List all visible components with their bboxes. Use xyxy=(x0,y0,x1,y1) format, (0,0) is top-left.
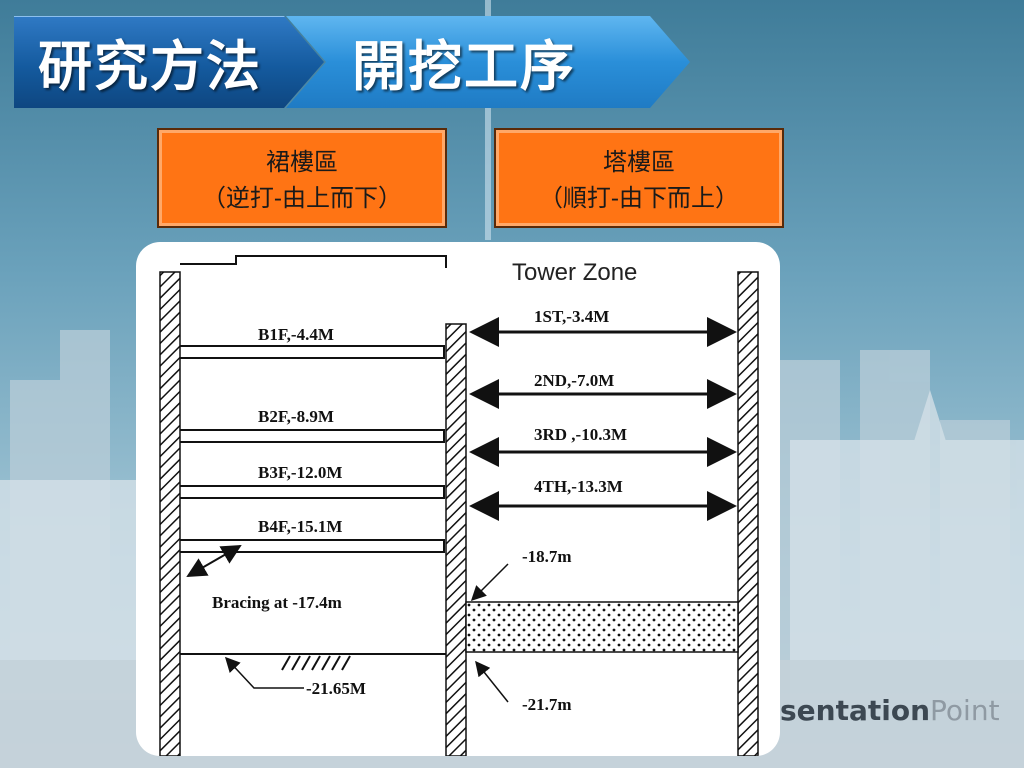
podium-zone-label: 裙樓區 （逆打-由上而下） xyxy=(157,128,447,228)
podium-zone-method: （逆打-由上而下） xyxy=(201,184,403,212)
soil-hatch xyxy=(281,655,351,671)
bracing-label: Bracing at -17.4m xyxy=(212,593,342,612)
ground-surface-line xyxy=(180,255,447,268)
podium-bottom-leader xyxy=(224,656,304,689)
tower-floor-label: 2ND,-7.0M xyxy=(534,371,614,390)
title-excavation-sequence: 開挖工序 xyxy=(352,34,576,98)
podium-slabs xyxy=(180,345,445,553)
middle-diaphragm-wall xyxy=(445,323,467,756)
tower-zone-name: 塔樓區 xyxy=(603,148,675,176)
podium-floor-label: B2F,-8.9M xyxy=(258,407,334,426)
title-research-method: 研究方法 xyxy=(38,34,262,98)
title-banner-right xyxy=(286,16,690,108)
tower-zone-method: （順打-由下而上） xyxy=(538,184,740,212)
tower-zone-label: 塔樓區 （順打-由下而上） xyxy=(494,128,784,228)
right-diaphragm-wall xyxy=(737,271,759,756)
podium-floor-label: B4F,-15.1M xyxy=(258,517,342,536)
tower-floor-label: 1ST,-3.4M xyxy=(534,307,609,326)
tower-zone-title: Tower Zone xyxy=(512,259,637,286)
podium-floor-label: B3F,-12.0M xyxy=(258,463,342,482)
tower-floor-label: 4TH,-13.3M xyxy=(534,477,623,496)
tower-lower-leader xyxy=(475,660,509,703)
left-diaphragm-wall xyxy=(159,271,181,756)
tower-floor-struts xyxy=(469,317,737,521)
podium-bottom-level: -21.65M xyxy=(306,679,366,698)
tower-lower-level: -21.7m xyxy=(522,695,572,714)
podium-zone-name: 裙樓區 xyxy=(266,148,338,176)
excavation-section-drawing: B1F,-4.4M B2F,-8.9M B3F,-12.0M B4F,-15.1… xyxy=(159,255,759,756)
tower-floor-label: 3RD ,-10.3M xyxy=(534,425,627,444)
podium-floor-label: B1F,-4.4M xyxy=(258,325,334,344)
excavation-diagram: B1F,-4.4M B2F,-8.9M B3F,-12.0M B4F,-15.1… xyxy=(136,242,780,756)
presentationpoint-watermark: sentationPoint xyxy=(780,694,1000,727)
bracing-strut xyxy=(186,545,242,577)
title-banner-left xyxy=(14,16,324,108)
tower-base-slab xyxy=(465,601,739,653)
tower-upper-leader xyxy=(470,563,509,602)
tower-upper-level: -18.7m xyxy=(522,547,572,566)
